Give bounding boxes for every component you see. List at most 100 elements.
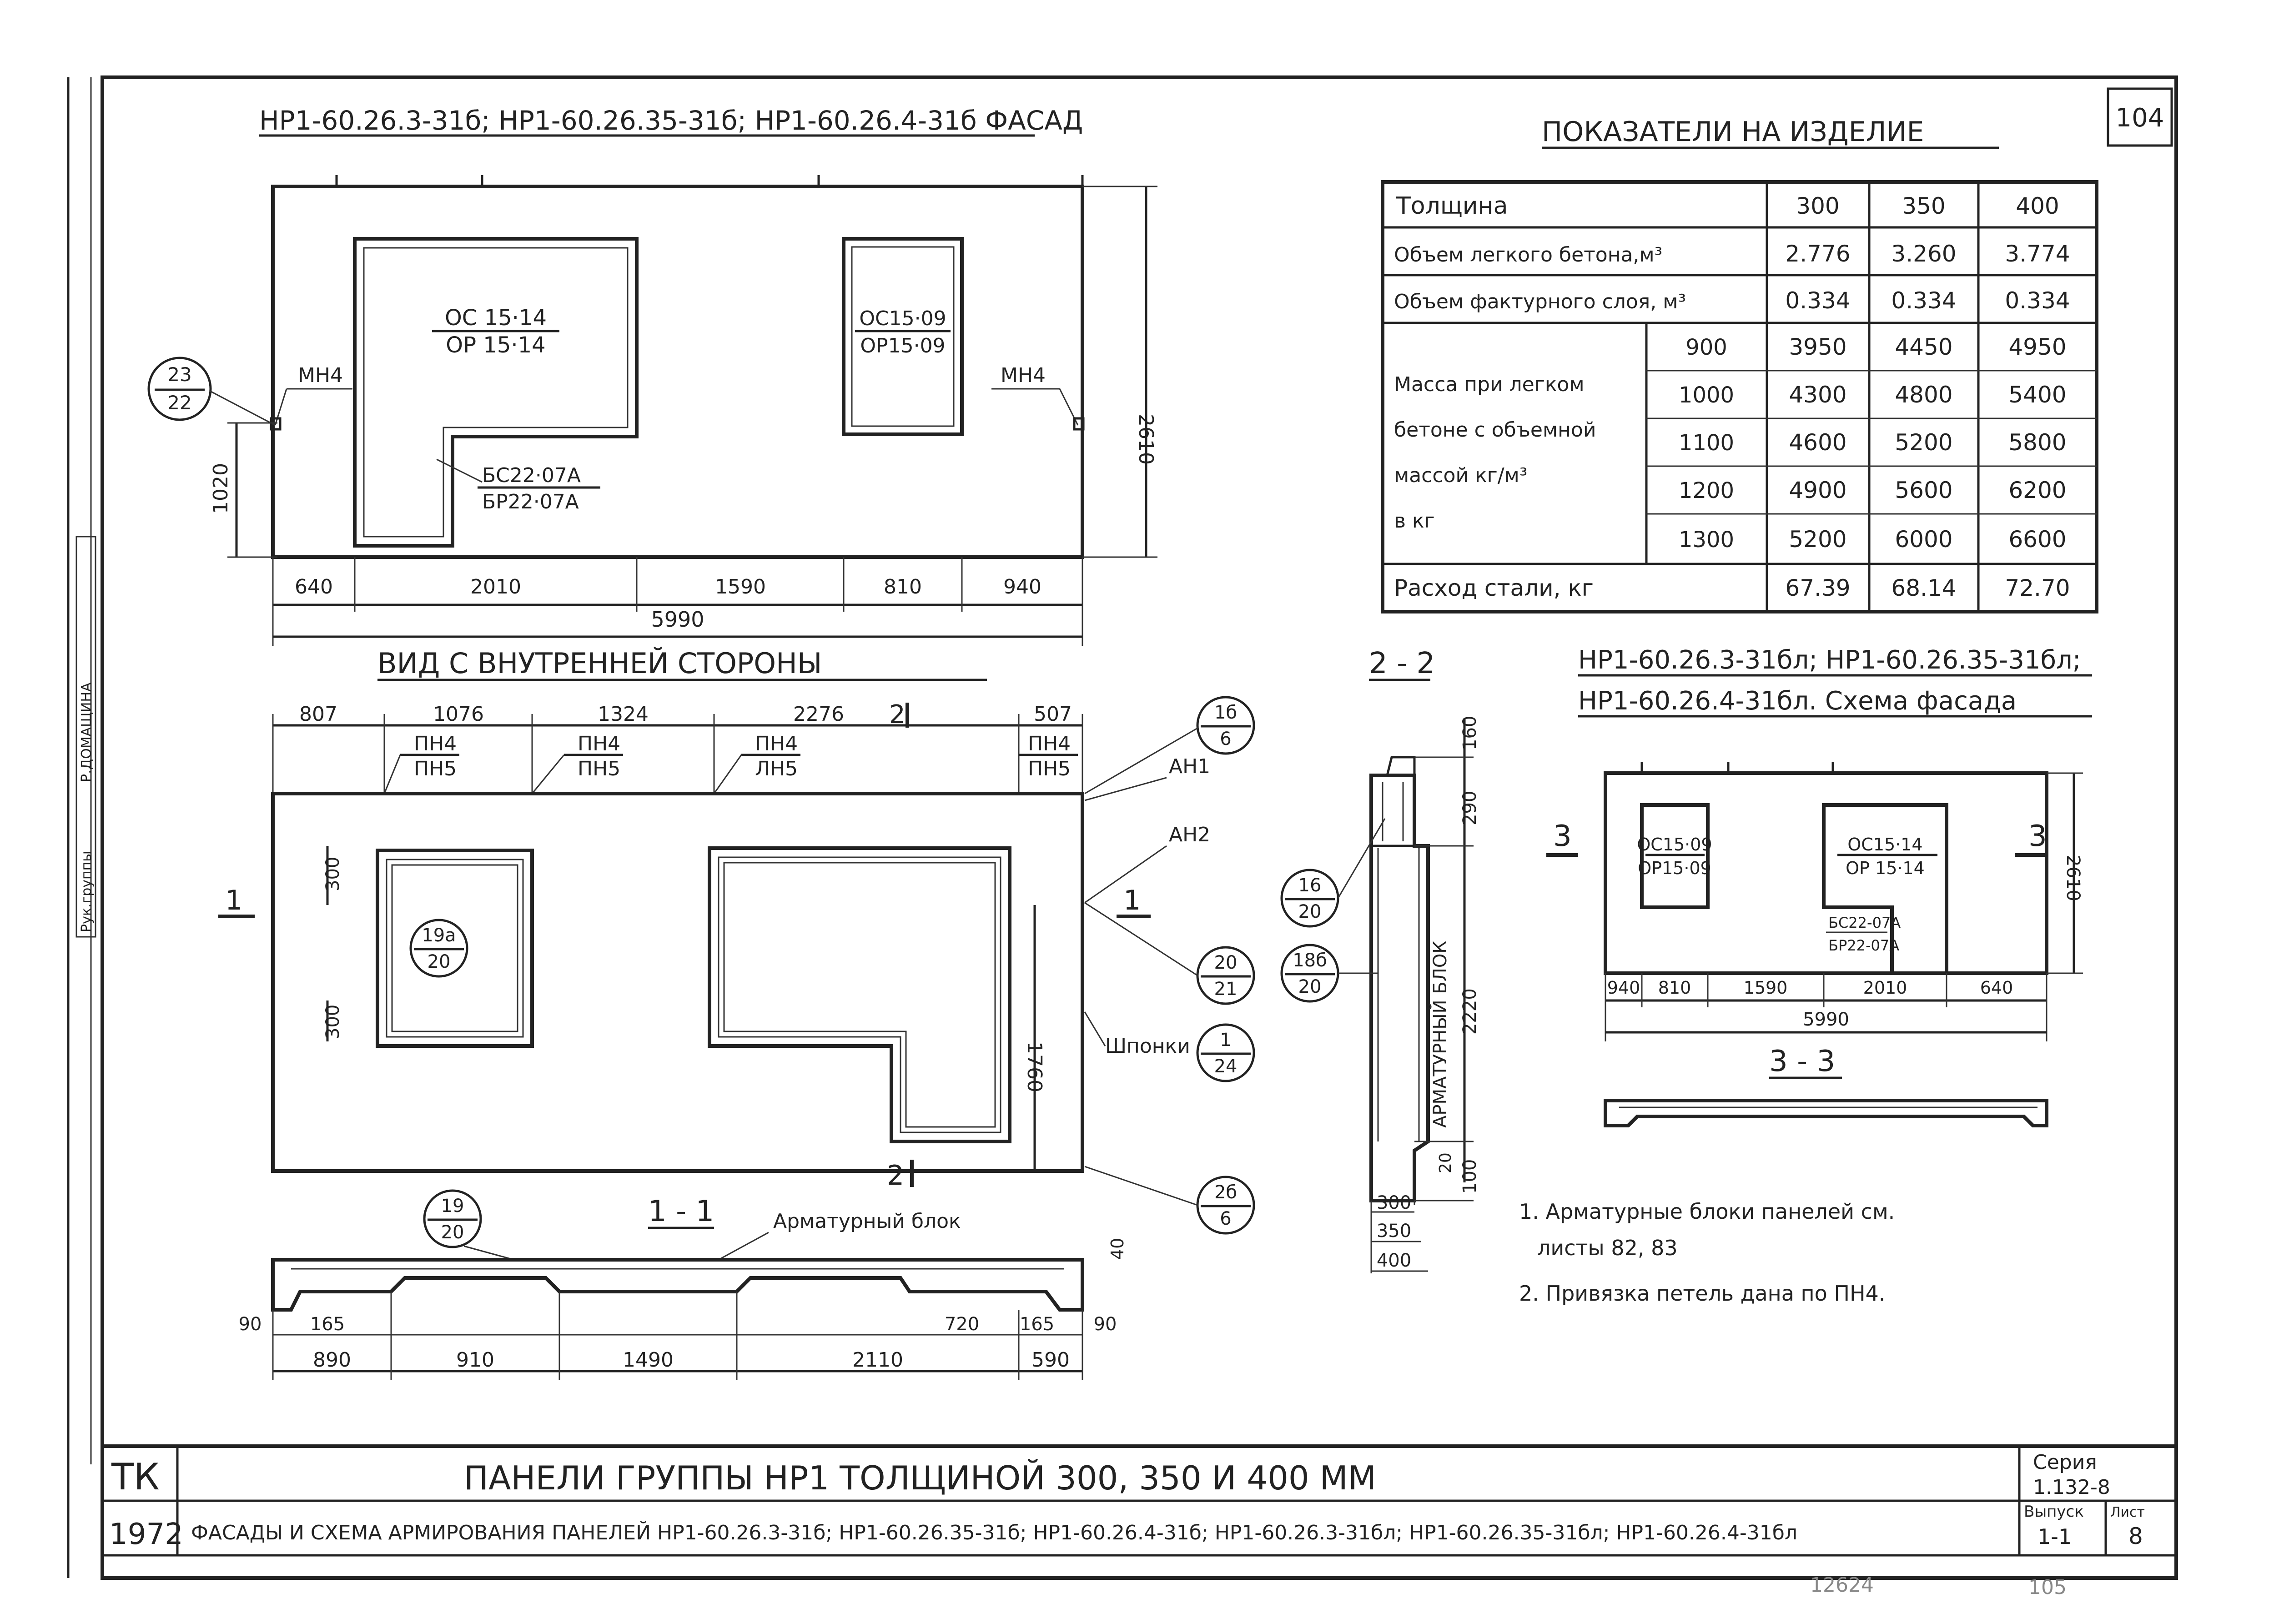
facade-door-bottom: БР22·07А (482, 490, 579, 513)
facade-window-large-bottom: ОР 15·14 (446, 332, 545, 358)
section-mark-1-right: 1 (1123, 885, 1141, 916)
scheme-dim-2010: 2010 (1863, 978, 1907, 998)
scheme-dim-810: 810 (1658, 978, 1691, 998)
scheme-dim-940: 940 (1607, 978, 1640, 998)
indicators-steel-300: 67.39 (1785, 575, 1850, 601)
facade-dim-940: 940 (1003, 575, 1041, 598)
svg-text:4450: 4450 (1895, 334, 1952, 360)
svg-text:2б: 2б (1214, 1182, 1237, 1203)
facade-title: НР1-60.26.3-31б; НР1-60.26.35-31б; НР1-6… (259, 105, 1083, 136)
indicators-row-facing-label: Объем фактурного слоя, м³ (1394, 290, 1686, 313)
indicators-row-concrete-label: Объем легкого бетона,м³ (1394, 243, 1662, 266)
indicators-row-facing-400: 0.334 (2005, 287, 2070, 314)
note-1-line2: листы 82, 83 (1537, 1236, 1678, 1260)
facade-callout-top: 23 (167, 363, 191, 386)
mass-label-line1: Масса при легком (1394, 373, 1585, 396)
title-block-sheet-label: Лист (2110, 1504, 2145, 1520)
section-mark-2-bottom: 2 (887, 1160, 904, 1192)
svg-text:19а: 19а (422, 925, 456, 946)
note-2: 2. Привязка петель дана по ПН4. (1519, 1281, 1885, 1306)
label-an1: АН1 (1169, 755, 1210, 778)
scheme-title-line1: НР1-60.26.3-31бл; НР1-60.26.35-31бл; (1578, 645, 2081, 675)
scheme-dim-1590: 1590 (1744, 978, 1788, 998)
section11-callout-19-20 (423, 1189, 482, 1248)
facade-dim-810: 810 (884, 575, 922, 598)
section11-profile (271, 1258, 1084, 1312)
svg-text:16: 16 (1298, 875, 1322, 896)
sheet-border (101, 75, 2178, 1580)
indicators-header-label: Толщина (1396, 192, 1508, 220)
sheet-number: 104 (2116, 103, 2164, 133)
loop-label-2: ПН4 ПН5 (531, 732, 623, 794)
facade-scheme: НР1-60.26.3-31бл; НР1-60.26.35-31бл; НР1… (1546, 645, 2092, 1127)
title-block-issue-label: Выпуск (2024, 1503, 2084, 1521)
svg-text:24: 24 (1214, 1056, 1238, 1077)
facade-small-opening (842, 237, 964, 436)
svg-text:6000: 6000 (1895, 526, 1952, 553)
indicators-row-concrete-300: 2.776 (1785, 241, 1850, 267)
scheme-door-top: БС22-07А (1828, 914, 1901, 931)
title-block-series: 1.132-8 (2033, 1476, 2110, 1499)
svg-text:20: 20 (1214, 952, 1238, 973)
indicators-header-300: 300 (1796, 193, 1839, 219)
side-stamp-name: Р.ДОМАЩИНА (79, 682, 95, 782)
svg-text:4900: 4900 (1789, 477, 1846, 503)
section-2-2: 2 - 2 АРМАТУРНЫЙ БЛОК 160 290 2220 100 2… (1280, 647, 1480, 1273)
label-shponki: Шпонки (1105, 1035, 1190, 1058)
svg-text:20: 20 (428, 951, 451, 972)
section22-dim-20: 20 (1436, 1152, 1455, 1173)
mass-label-line4: в кг (1394, 509, 1435, 533)
indicators-row-concrete-400: 3.774 (2005, 241, 2070, 267)
svg-text:ПН5: ПН5 (578, 757, 620, 780)
facade-window-small-top: ОС15·09 (859, 307, 946, 330)
svg-text:6200: 6200 (2008, 477, 2066, 503)
svg-text:21: 21 (1214, 979, 1238, 1000)
footer-mark-left: 12624 (1810, 1574, 1874, 1597)
title-block-series-label: Серия (2033, 1451, 2097, 1474)
inside-panel-outline (271, 792, 1084, 1173)
loop-label-1: ПН4 ПН5 (383, 732, 459, 794)
inside-dim-1076: 1076 (433, 703, 484, 726)
section11-dim-1490: 1490 (623, 1348, 674, 1372)
title-block-issue: 1-1 (2038, 1524, 2072, 1549)
svg-text:1300: 1300 (1679, 527, 1734, 553)
scheme-dim-5990: 5990 (1803, 1009, 1849, 1030)
section22-thk-400: 400 (1377, 1250, 1411, 1271)
section11-dim-90-left: 90 (239, 1314, 262, 1335)
title-block-year: 1972 (109, 1518, 183, 1551)
section11-title: 1 - 1 (648, 1195, 714, 1228)
facade-window-small-bottom: ОР15·09 (860, 334, 945, 357)
indicators-steel-label: Расход стали, кг (1394, 575, 1594, 601)
scheme-section-title: 3 - 3 (1769, 1045, 1835, 1078)
inside-title: ВИД С ВНУТРЕННЕЙ СТОРОНЫ (377, 647, 822, 680)
mass-row-1000: 1000 4300 4800 5400 (1679, 382, 2067, 408)
section-1-1: 1 - 1 Арматурный блок 19 20 40 90 165 72… (239, 1189, 1127, 1380)
inside-dim-1324: 1324 (598, 703, 649, 726)
inside-dim-300-a: 300 (322, 857, 343, 891)
svg-text:1200: 1200 (1679, 478, 1734, 503)
section11-dim-165-left: 165 (310, 1314, 345, 1335)
section22-dim-100: 100 (1459, 1159, 1480, 1194)
section22-title: 2 - 2 (1369, 647, 1435, 680)
title-block-subtitle: ФАСАДЫ И СХЕМА АРМИРОВАНИЯ ПАНЕЛЕЙ НР1-6… (191, 1520, 1797, 1544)
svg-text:1100: 1100 (1679, 430, 1734, 456)
svg-text:4950: 4950 (2008, 334, 2066, 360)
facade-large-opening (353, 237, 639, 548)
svg-text:20: 20 (441, 1222, 464, 1243)
scheme-section-profile (1604, 1099, 2048, 1127)
svg-text:5200: 5200 (1789, 526, 1846, 553)
facade-dim-1020: 1020 (209, 463, 232, 514)
section22-dim-160: 160 (1459, 716, 1480, 750)
indicators-steel-350: 68.14 (1891, 575, 1956, 601)
inside-large-frame (708, 846, 1011, 1143)
svg-text:ЛН5: ЛН5 (755, 757, 798, 780)
scheme-door-bottom: БР22-07А (1828, 937, 1899, 954)
section11-dim-2110: 2110 (852, 1348, 903, 1372)
scheme-window-large-top: ОС15·14 (1847, 835, 1922, 855)
side-stamp: Рук.группы Р.ДОМАЩИНА (75, 536, 96, 938)
indicators-row-facing-350: 0.334 (1891, 287, 1956, 314)
title-block-org: ТК (111, 1456, 160, 1498)
svg-text:3950: 3950 (1789, 334, 1846, 360)
scheme-large-opening (1822, 803, 1948, 975)
label-an2: АН2 (1169, 823, 1210, 846)
